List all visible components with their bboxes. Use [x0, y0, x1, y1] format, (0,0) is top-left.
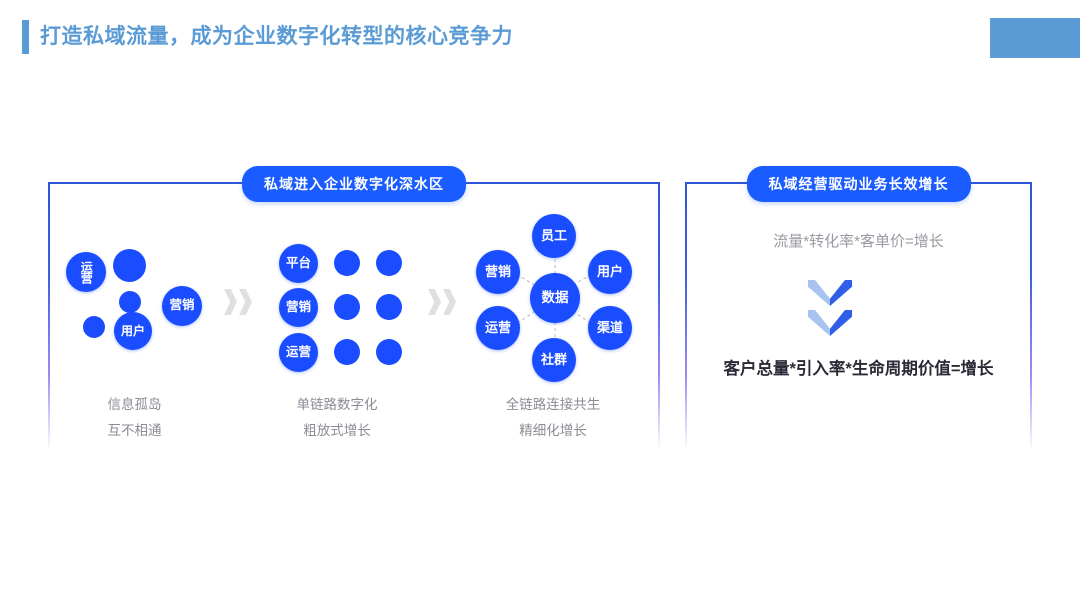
stage3-hub-network: 数据 员工 用户 渠道 社群 运营 营销: [468, 214, 638, 382]
dot-stage2-r1c1: [334, 250, 360, 276]
bubble-shuju-hub: 数据: [530, 273, 580, 323]
left-panel-badge: 私域进入企业数字化深水区: [242, 166, 466, 202]
dot-stage2-r3c2: [376, 339, 402, 365]
chevron-down-left-half: [808, 310, 830, 336]
bubble-yuangong: 员工: [532, 214, 576, 258]
caption-stage1-line1: 信息孤岛: [107, 397, 162, 412]
caption-stage3-line1: 全链路连接共生: [505, 397, 601, 412]
chevron-right-icon: [428, 289, 441, 315]
dot-stage2-r3c1: [334, 339, 360, 365]
caption-stage1-line2: 互不相通: [107, 423, 162, 438]
bubble-qudao: 渠道: [588, 306, 632, 350]
bubble-yunying-stage2: 运营: [279, 333, 318, 372]
title-accent-bar: [22, 20, 29, 54]
caption-stage1: 信息孤岛 互不相通: [62, 392, 207, 444]
chevron-double-down-icon: [808, 280, 852, 342]
chevron-down-left-half: [808, 280, 830, 306]
caption-stage2-line2: 粗放式增长: [303, 423, 371, 438]
dot-stage2-r1c2: [376, 250, 402, 276]
stage-separator-1: [224, 289, 252, 315]
chevron-down-right-half: [830, 310, 852, 336]
header-corner-block: [990, 18, 1080, 58]
bubble-shequn: 社群: [532, 338, 576, 382]
chevron-right-icon: [239, 289, 252, 315]
bubble-pingtai-stage2: 平台: [279, 244, 318, 283]
formula-old: 流量*转化率*客单价=增长: [773, 233, 944, 250]
bubble-yonghu-stage1: 用户: [114, 312, 152, 350]
dot-stage2-r2c2: [376, 294, 402, 320]
chevron-down-right-half: [830, 280, 852, 306]
bubble-yingxiao-stage2: 营销: [279, 288, 318, 327]
bubble-yunying-stage1: 运营: [66, 252, 106, 292]
page-title: 打造私域流量，成为企业数字化转型的核心竞争力: [40, 25, 513, 48]
caption-stage3-line2: 精细化增长: [519, 423, 587, 438]
caption-stage3: 全链路连接共生 精细化增长: [478, 392, 628, 444]
chevron-right-icon: [443, 289, 456, 315]
formula-new: 客户总量*引入率*生命周期价值=增长: [723, 360, 994, 378]
right-panel-frame: [685, 182, 1032, 450]
dot-stage2-r2c1: [334, 294, 360, 320]
chevron-right-icon: [224, 289, 237, 315]
caption-stage2-line1: 单链路数字化: [296, 397, 378, 412]
bubble-yingxiao-stage1: 营销: [162, 286, 202, 326]
dot-stage1-b: [119, 291, 141, 313]
bubble-yonghu-stage3: 用户: [588, 250, 632, 294]
page-header: 打造私域流量，成为企业数字化转型的核心竞争力: [0, 0, 1080, 78]
bubble-yunying-stage3: 运营: [476, 306, 520, 350]
right-panel-badge: 私域经营驱动业务长效增长: [746, 166, 971, 202]
dot-stage1-a: [113, 249, 146, 282]
caption-stage2: 单链路数字化 粗放式增长: [262, 392, 412, 444]
right-panel: 私域经营驱动业务长效增长: [685, 166, 1032, 450]
stage-separator-2: [428, 289, 456, 315]
bubble-yingxiao-stage3: 营销: [476, 250, 520, 294]
dot-stage1-c: [83, 316, 105, 338]
